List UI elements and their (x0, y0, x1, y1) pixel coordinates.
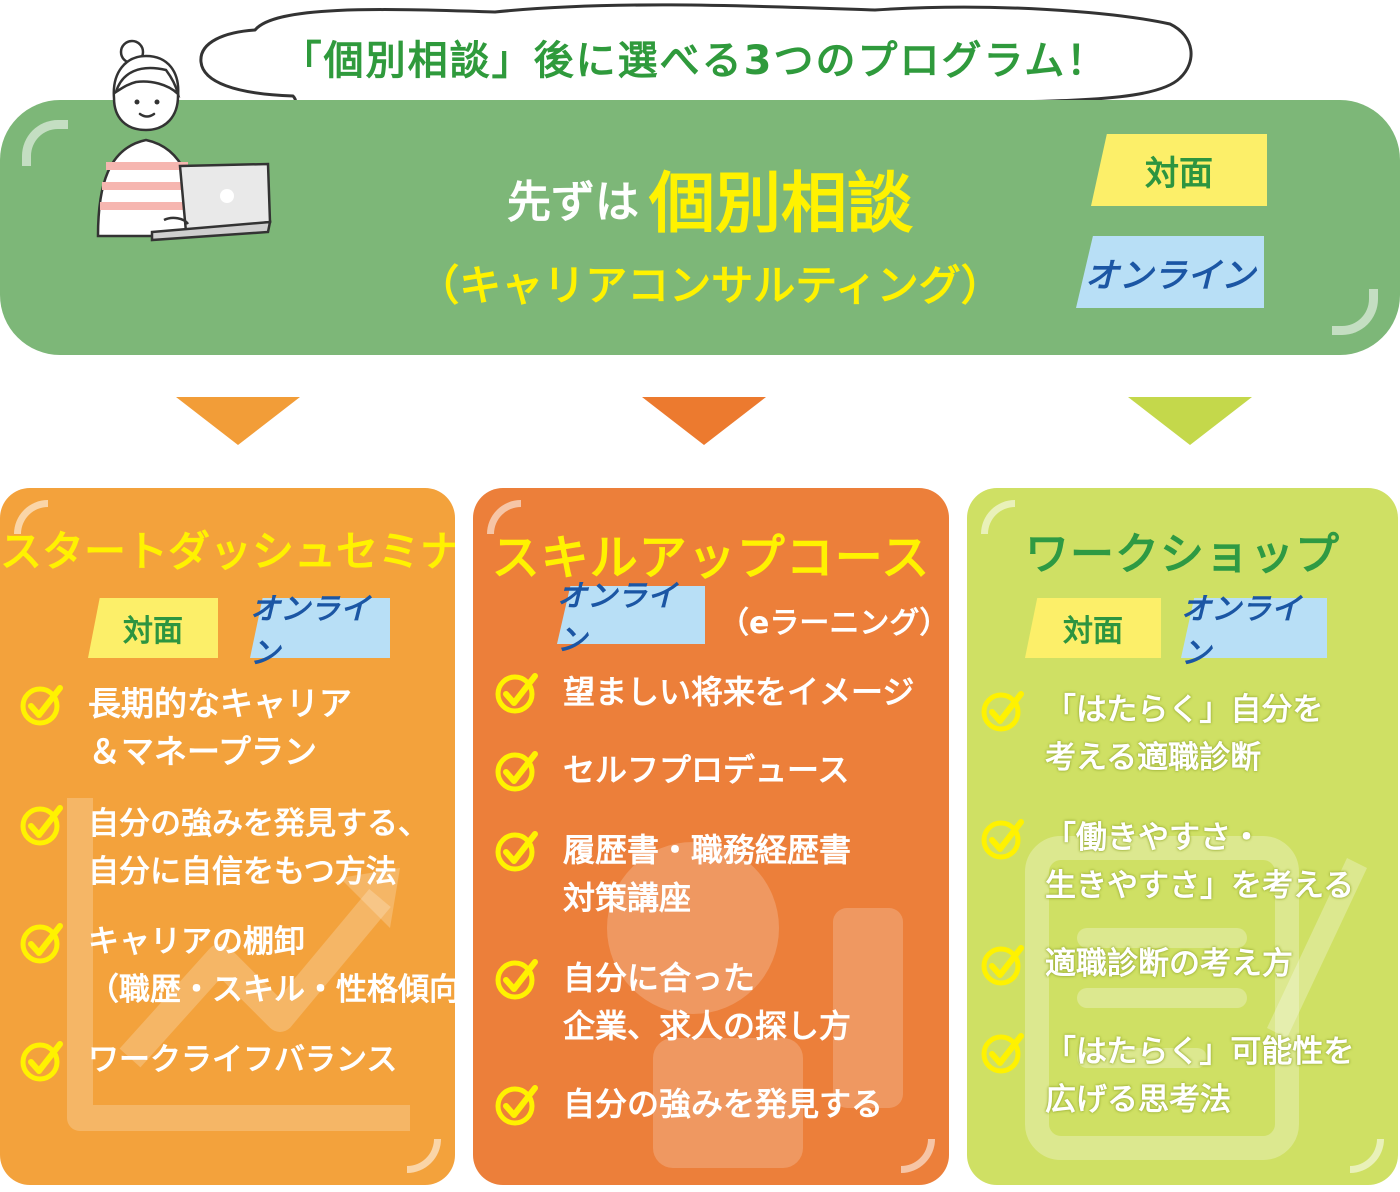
list-item: 望ましい将来をイメージ (493, 668, 914, 716)
arrow-down-3 (1128, 397, 1252, 445)
check-icon (979, 940, 1027, 988)
program-card-workshop: ワークショップ 対面 オンライン 「はたらく」自分を考える適職診断 「働きやすさ… (967, 488, 1398, 1185)
check-icon (493, 1080, 541, 1128)
tag-online: オンライン (1076, 236, 1264, 308)
check-icon (979, 1028, 1027, 1076)
tag-in-person: 対面 (88, 598, 218, 658)
arrow-down-2 (642, 397, 766, 445)
card-title: スタートダッシュセミナー (0, 527, 455, 576)
list-item: ワークライフバランス (18, 1036, 397, 1084)
check-icon (979, 814, 1027, 862)
card-title: ワークショップ (1025, 529, 1340, 580)
corner-decoration (1332, 289, 1378, 335)
corner-decoration (981, 500, 1015, 534)
arrow-down-1 (176, 397, 300, 445)
bubble-text: 「個別相談」後に選べる3つのプログラム！ (281, 38, 1109, 84)
banner-keyword: 個別相談 (649, 165, 913, 242)
tag-online: オンライン (250, 592, 390, 671)
list-item: 「はたらく」自分を考える適職診断 (979, 686, 1323, 782)
check-icon (493, 826, 541, 874)
list-item: 「はたらく」可能性を広げる思考法 (979, 1028, 1354, 1124)
check-icon (18, 680, 66, 728)
list-item: 「働きやすさ・生きやすさ」を考える (979, 814, 1354, 910)
corner-decoration (487, 500, 521, 534)
check-icon (493, 668, 541, 716)
tag-note: （eラーニング） (719, 606, 949, 641)
list-item: セルフプロデュース (493, 746, 849, 794)
list-item: 適職診断の考え方 (979, 940, 1293, 988)
check-icon (493, 954, 541, 1002)
growth-chart-icon (67, 798, 410, 1131)
list-item: 自分に合った企業、求人の探し方 (493, 954, 851, 1050)
check-icon (18, 918, 66, 966)
banner-lead: 先ずは (507, 177, 639, 228)
list-item: キャリアの棚卸（職歴・スキル・性格傾向） (18, 918, 455, 1014)
list-item: 自分の強みを発見する (493, 1080, 883, 1128)
pencil-notepad-icon (1025, 836, 1367, 1160)
check-icon (979, 686, 1027, 734)
banner-heading: 先ずは個別相談 (430, 150, 990, 246)
check-icon (18, 1036, 66, 1084)
check-icon (18, 800, 66, 848)
woman-with-laptop-icon (96, 39, 272, 242)
program-card-skill-up: スキルアップコース オンライン （eラーニング） 望ましい将来をイメージ セルフ… (473, 488, 949, 1185)
card-title: スキルアップコース (491, 530, 931, 586)
person-icon (607, 842, 903, 1168)
tag-in-person: 対面 (1091, 134, 1267, 206)
corner-decoration (22, 120, 68, 166)
tag-online: オンライン (557, 579, 705, 658)
check-icon (493, 746, 541, 794)
list-item: 長期的なキャリア＆マネープラン (18, 680, 352, 776)
tag-in-person: 対面 (1025, 598, 1161, 658)
list-item: 履歴書・職務経歴書対策講座 (493, 826, 851, 922)
banner-subtitle: （キャリアコンサルティング） (417, 261, 1003, 310)
tag-online: オンライン (1181, 592, 1327, 671)
list-item: 自分の強みを発見する、自分に自信をもつ方法 (18, 800, 429, 896)
corner-decoration (14, 500, 48, 534)
program-card-start-dash: スタートダッシュセミナー 対面 オンライン 長期的なキャリア＆マネープラン 自分… (0, 488, 455, 1185)
